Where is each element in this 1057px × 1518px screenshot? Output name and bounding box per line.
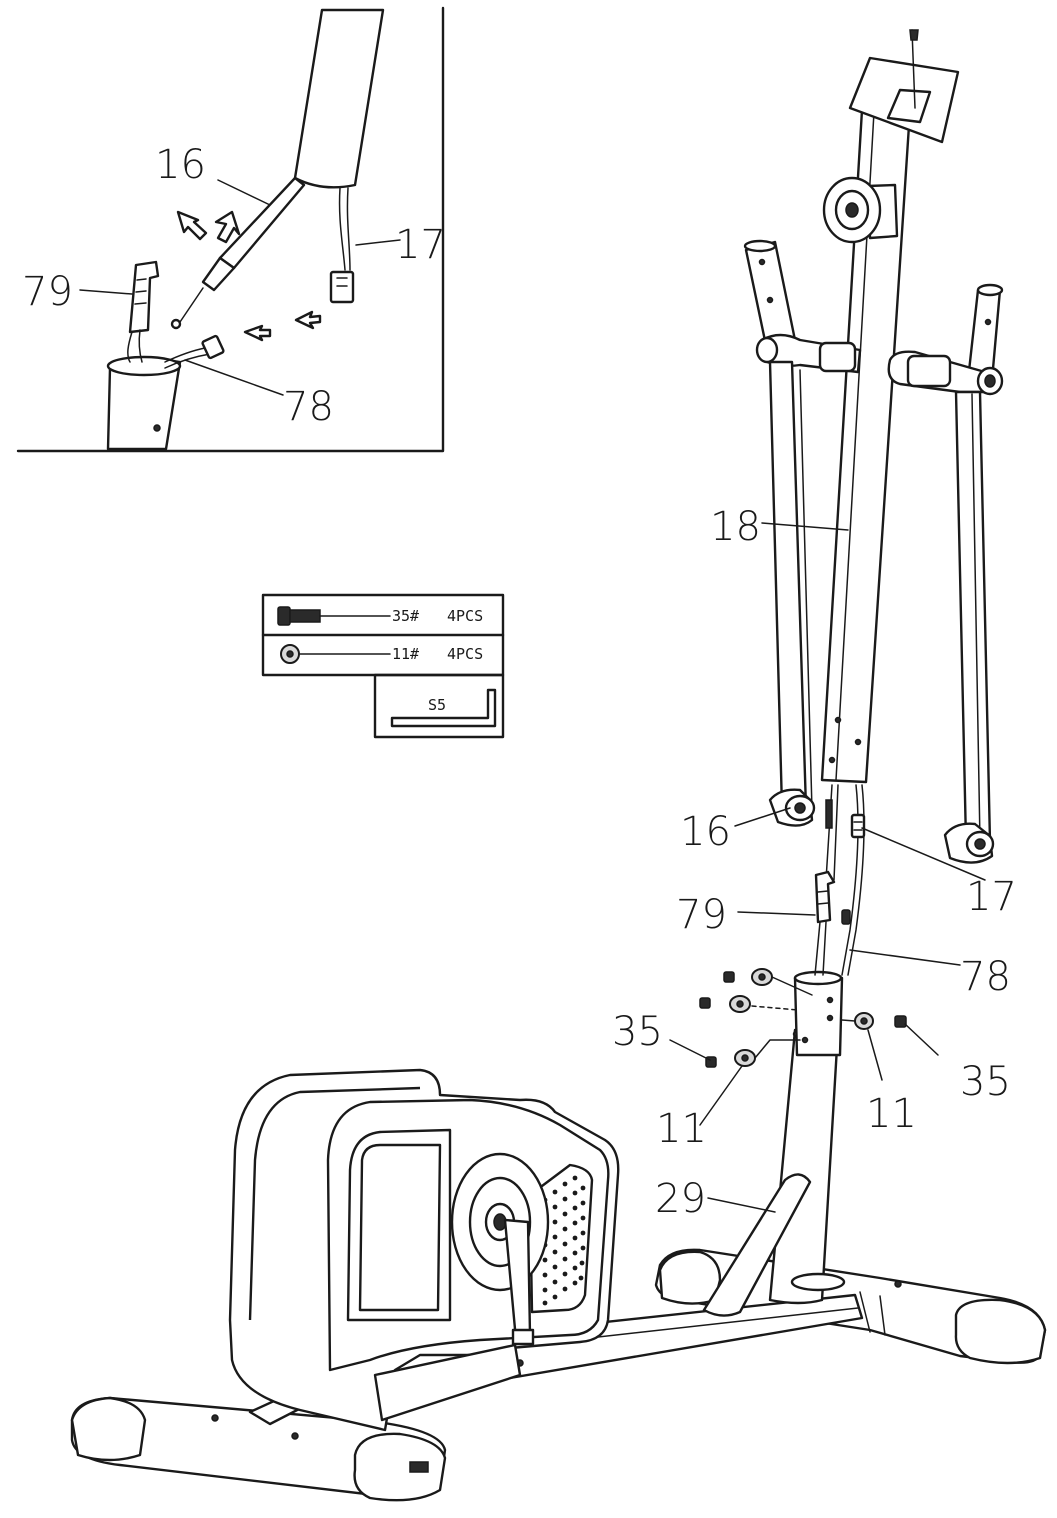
upright-sleeve: [793, 976, 844, 1057]
lower-upright-tube: [768, 1028, 840, 1305]
washer-icon: [280, 644, 300, 664]
callout-11-left: 11: [656, 1106, 707, 1152]
flywheel-housing: [228, 1068, 620, 1432]
inset-callout-16: 16: [155, 142, 206, 188]
cable-assembly: [814, 784, 866, 976]
hex-bolt-icon: [277, 606, 321, 626]
callout-79: 79: [676, 892, 727, 938]
inset-arrow-left-1: [243, 324, 272, 342]
callout-11-right: 11: [866, 1091, 917, 1137]
callout-35-right: 35: [960, 1059, 1011, 1105]
fasteners-right: [841, 1012, 907, 1030]
callout-18: 18: [710, 504, 761, 550]
inset-callout-78: 78: [283, 384, 334, 430]
inset-arrow-left-2: [294, 310, 322, 330]
callout-78: 78: [960, 954, 1011, 1000]
hardware-table: 35# 4PCS 11# 4PCS S5: [261, 593, 505, 739]
inset-connector-78: [201, 334, 225, 360]
callout-29: 29: [655, 1176, 706, 1222]
inset-connector-17: [329, 270, 355, 304]
inset-callout-79: 79: [22, 269, 73, 315]
machine-main: 18 16 17 79 78 35 35 11 11 29: [70, 29, 1047, 1502]
inset-cable-16-sleeve: [201, 256, 236, 292]
inset-arrow-up: [214, 210, 241, 244]
callout-16: 16: [680, 809, 731, 855]
inset-upright-tube: [293, 8, 385, 189]
callout-17: 17: [966, 874, 1017, 920]
inset-callout-17: 17: [395, 222, 446, 268]
washer-spec: 11#: [392, 645, 419, 663]
callout-35-left: 35: [612, 1009, 663, 1055]
handlebar-right: [887, 283, 1004, 864]
inset-arrow-up-left: [176, 210, 208, 241]
handlebar-left: [743, 239, 862, 827]
inset-detail: 16 17 79 78: [16, 6, 446, 453]
leader-lines: [669, 522, 986, 1213]
bolt-spec: 35#: [392, 607, 419, 625]
bolt-qty: 4PCS: [447, 607, 483, 625]
inset-clip-79: [128, 260, 160, 334]
support-brace-29: [702, 1173, 812, 1317]
tool-box: [373, 673, 505, 739]
washer-qty: 4PCS: [447, 645, 483, 663]
inset-frame: [16, 6, 445, 453]
tool-label: S5: [428, 696, 446, 714]
adjustment-knob: [822, 176, 899, 244]
allen-key-icon: [390, 688, 497, 728]
fasteners-left: [699, 968, 813, 1068]
